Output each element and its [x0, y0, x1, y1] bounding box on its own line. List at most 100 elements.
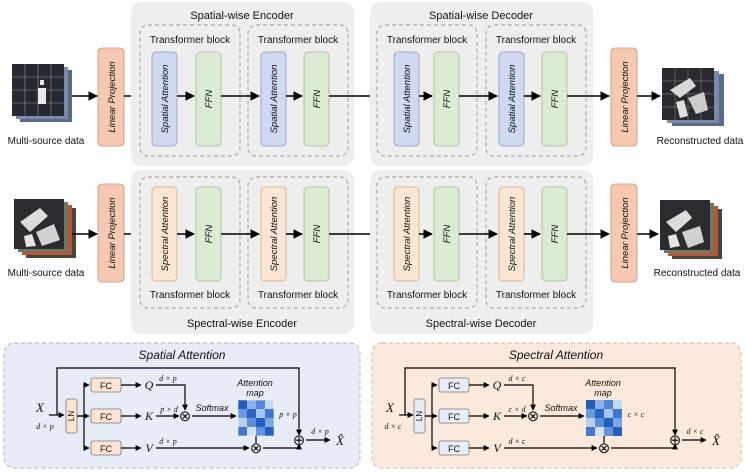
spectral-fc-k-label: FC [448, 412, 460, 422]
spectral-encoder-ffn-1-label: FFN [204, 225, 215, 244]
spatial-decoder-attention-1-label: Spatial Attention [402, 65, 413, 134]
spectral-fc-q-label: FC [448, 381, 460, 391]
spectral-decoder-panel [370, 170, 593, 334]
spectral-encoder-title: Spectral-wise Encoder [187, 318, 297, 330]
spectral-x-hat: X̂ [711, 433, 721, 448]
spatial-mult-2-icon: ⊗ [250, 441, 263, 457]
spectral-k-symbol: K [492, 409, 502, 423]
spatial-encoder-ffn-2-label: FFN [312, 90, 323, 109]
spectral-k-dim: c × d [509, 405, 527, 414]
spectral-mult-2-icon: ⊗ [598, 441, 611, 457]
spectral-encoder-block-2 [247, 176, 349, 309]
spatial-encoder-panel [131, 2, 354, 166]
spatial-decoder-block-2-label: Transformer block [496, 35, 577, 46]
spatial-ln-label: LN [67, 411, 76, 421]
spatial-encoder-block-2-label: Transformer block [258, 35, 339, 46]
spectral-ln-label: LN [415, 411, 424, 421]
spectral-encoder-block-1-label: Transformer block [150, 290, 231, 301]
spatial-encoder-attention-1 [151, 51, 178, 147]
spatial-v-symbol: V [145, 441, 154, 455]
spectral-x-dim: d × c [385, 422, 402, 431]
spectral-q-symbol: Q [493, 378, 502, 392]
spatial-input-projection [97, 47, 125, 147]
spectral-encoder-block-2-label: Transformer block [258, 290, 339, 301]
spatial-fc-k-label: FC [100, 412, 112, 422]
spectral-decoder-ffn-2-label: FFN [550, 225, 561, 244]
spatial-input-projection-label: Linear Projection [107, 61, 118, 132]
spatial-output-label: Reconstructed data [657, 136, 744, 147]
spatial-k-dim: p × d [159, 405, 178, 414]
spectral-decoder-block-2 [485, 176, 587, 309]
spectral-attention-title: Spectral Attention [509, 348, 604, 362]
spatial-decoder-block-1 [376, 24, 478, 157]
spectral-x-symbol: X [385, 400, 395, 415]
spectral-decoder-title: Spectral-wise Decoder [426, 318, 537, 330]
spectral-input-projection [97, 183, 125, 283]
spatial-softmax-label: Softmax [195, 403, 229, 413]
spatial-attention-title: Spatial Attention [139, 348, 226, 362]
spectral-input-label: Multi-source data [8, 268, 85, 279]
spatial-decoder-panel [370, 2, 593, 166]
spectral-out-dim: d × c [687, 427, 704, 436]
spatial-x-symbol: X [35, 400, 45, 415]
spectral-fc-v-label: FC [448, 444, 460, 454]
spectral-input-projection-label: Linear Projection [107, 197, 118, 268]
spectral-decoder-block-2-label: Transformer block [496, 290, 577, 301]
spectral-q-dim: d × c [509, 374, 526, 383]
spectral-map-title-2: map [594, 388, 612, 398]
spatial-decoder-title: Spatial-wise Decoder [429, 10, 533, 22]
spatial-encoder-ffn-2 [303, 51, 330, 147]
spatial-decoder-block-1-label: Transformer block [387, 35, 468, 46]
spatial-encoder-title: Spatial-wise Encoder [190, 10, 294, 22]
spatial-x-dim: d × p [36, 422, 53, 431]
spectral-map-title-1: Attention [584, 378, 621, 388]
spatial-map-title-2: map [246, 388, 264, 398]
spatial-encoder-block-2 [247, 24, 349, 157]
spectral-decoder-attention-1-label: Spectral Attention [402, 197, 413, 272]
spectral-output-label: Reconstructed data [654, 268, 741, 279]
spatial-fc-q-label: FC [100, 381, 112, 391]
spatial-map-title-1: Attention [236, 378, 273, 388]
spectral-softmax-label: Softmax [544, 403, 578, 413]
spectral-attention-panel [371, 342, 742, 469]
spatial-decoder-ffn-1-label: FFN [442, 90, 453, 109]
spatial-q-symbol: Q [145, 378, 154, 392]
spatial-encoder-ffn-1 [195, 51, 222, 147]
spectral-output-image [660, 200, 722, 259]
spatial-out-dim: d × p [311, 427, 328, 436]
spatial-decoder-attention-1 [393, 51, 420, 147]
spectral-mult-1-icon: ⊗ [527, 409, 540, 425]
spatial-decoder-attention-2-label: Spatial Attention [507, 65, 518, 134]
spectral-map-dim: c × c [628, 410, 645, 419]
spectral-decoder-block-1 [376, 176, 478, 309]
spatial-decoder-block-2 [485, 24, 587, 157]
spatial-q-dim: d × p [159, 374, 176, 383]
spatial-v-dim: d × p [159, 437, 176, 446]
spatial-attention-map [237, 399, 275, 437]
spatial-encoder-attention-1-label: Spatial Attention [160, 65, 171, 134]
spectral-encoder-attention-1-label: Spectral Attention [160, 197, 171, 272]
spatial-encoder-ffn-1-label: FFN [204, 90, 215, 109]
spatial-input-image [12, 64, 72, 122]
spatial-x-hat: X̂ [335, 433, 345, 448]
spatial-encoder-attention-2 [260, 51, 287, 147]
spatial-fc-v-label: FC [100, 444, 112, 454]
spectral-input-image [14, 199, 76, 258]
spatial-decoder-ffn-2-label: FFN [550, 90, 561, 109]
spectral-encoder-ffn-2-label: FFN [312, 225, 323, 244]
spectral-v-symbol: V [493, 441, 502, 455]
spatial-output-image [662, 68, 724, 126]
spectral-encoder-block-1 [139, 176, 241, 309]
spectral-add-icon: ⊕ [669, 433, 682, 449]
spatial-mult-1-icon: ⊗ [179, 409, 192, 425]
spectral-output-projection-label: Linear Projection [620, 197, 631, 268]
spatial-decoder-ffn-2 [541, 51, 568, 147]
spatial-output-projection-label: Linear Projection [620, 61, 631, 132]
spatial-decoder-ffn-1 [433, 51, 460, 147]
spatial-add-icon: ⊕ [293, 433, 306, 449]
spatial-encoder-block-1-label: Transformer block [150, 35, 231, 46]
spatial-map-dim: p × p [278, 410, 296, 419]
spectral-decoder-ffn-1-label: FFN [442, 225, 453, 244]
spectral-decoder-block-1-label: Transformer block [387, 290, 468, 301]
spectral-v-dim: d × c [509, 437, 526, 446]
